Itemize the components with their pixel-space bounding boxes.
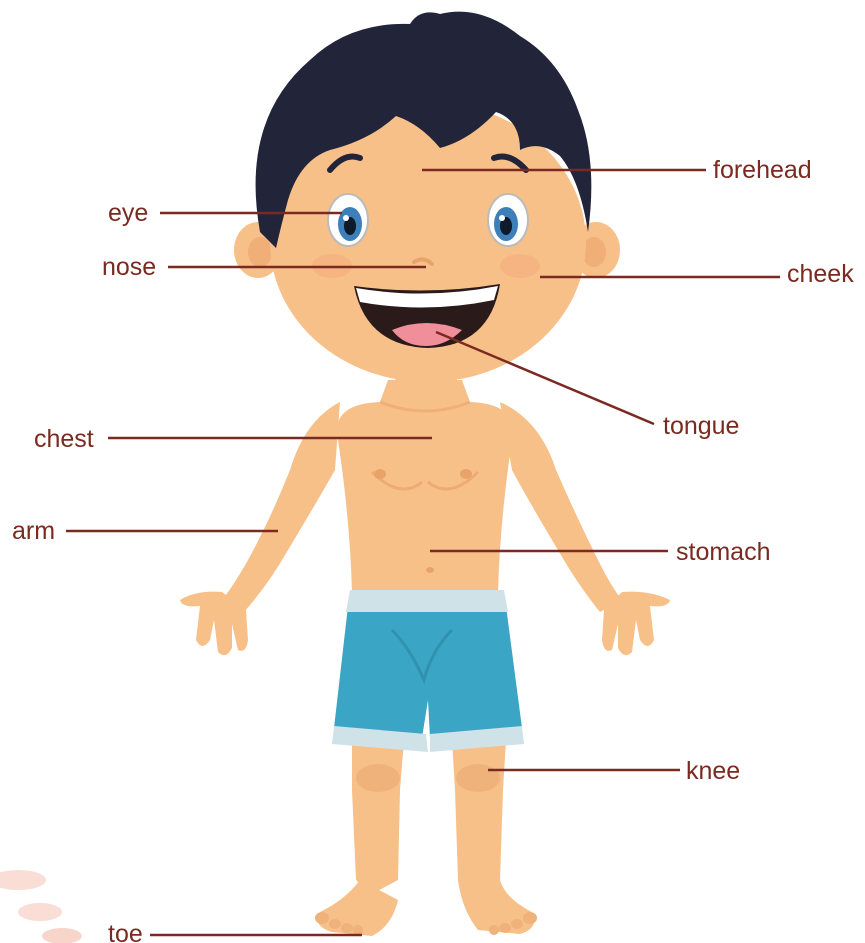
label-forehead: forehead [713, 156, 812, 184]
label-toe: toe [108, 920, 143, 943]
decorative-corner-flourish [0, 870, 82, 943]
label-nose: nose [102, 253, 156, 281]
swim-shorts [332, 590, 524, 752]
label-cheek: cheek [787, 260, 854, 288]
label-chest: chest [34, 425, 94, 453]
torso [337, 380, 513, 592]
label-arm: arm [12, 517, 55, 545]
label-tongue: tongue [663, 412, 739, 440]
label-stomach: stomach [676, 538, 770, 566]
cheek-blush [500, 254, 540, 278]
label-eye: eye [108, 199, 148, 227]
label-knee: knee [686, 757, 740, 785]
